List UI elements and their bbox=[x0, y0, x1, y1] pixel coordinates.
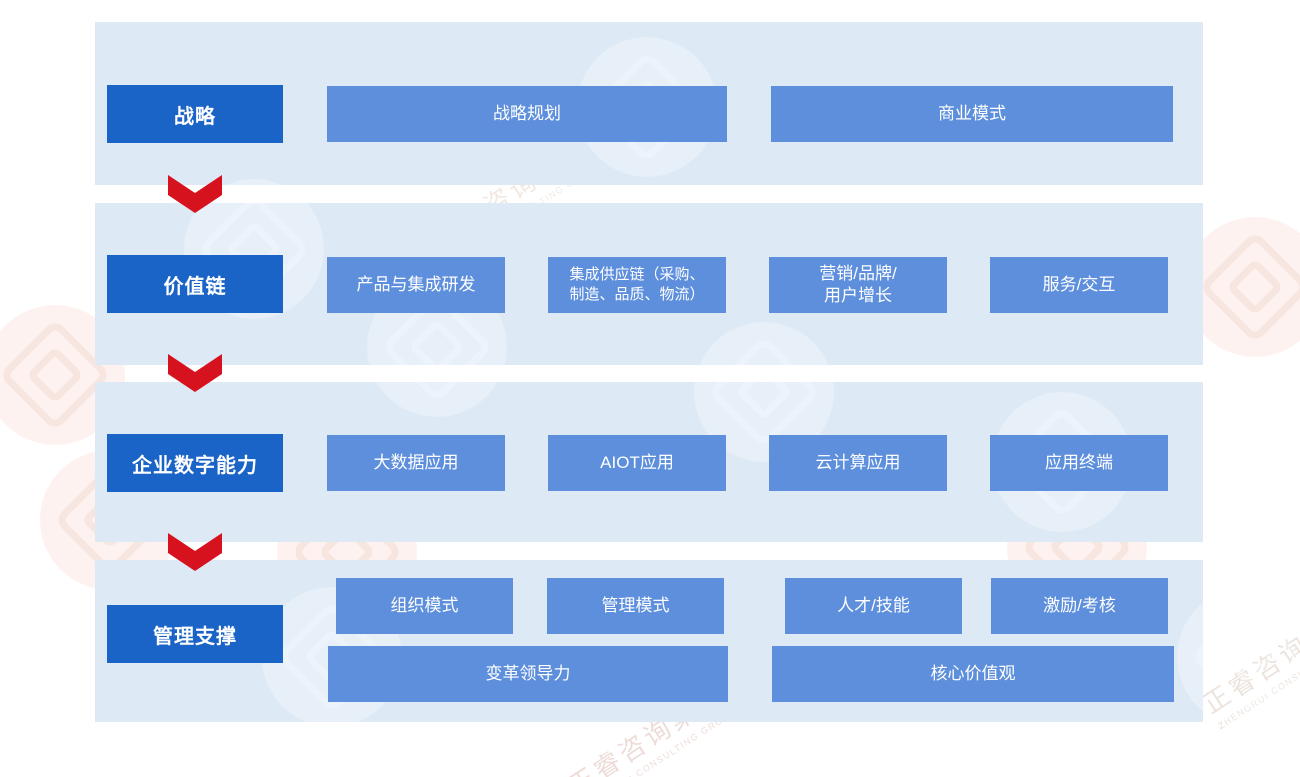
item-strategic-planning: 战略规划 bbox=[327, 86, 727, 142]
item-big-data-application: 大数据应用 bbox=[327, 435, 505, 491]
item-application-terminal: 应用终端 bbox=[990, 435, 1168, 491]
item-change-leadership: 变革领导力 bbox=[328, 646, 728, 702]
down-chevron-icon bbox=[168, 175, 222, 213]
item-organization-model: 组织模式 bbox=[336, 578, 513, 634]
row-label-management-support: 管理支撑 bbox=[107, 605, 283, 663]
watermark-logo-icon bbox=[0, 305, 125, 445]
item-line: 营销/品牌/ bbox=[819, 263, 897, 283]
item-cloud-computing-application: 云计算应用 bbox=[769, 435, 947, 491]
item-core-values: 核心价值观 bbox=[772, 646, 1174, 702]
item-line: 制造、品质、物流） bbox=[569, 286, 705, 303]
watermark-logo-icon bbox=[1185, 217, 1300, 357]
item-aiot-application: AIOT应用 bbox=[548, 435, 726, 491]
item-service-interaction: 服务/交互 bbox=[990, 257, 1168, 313]
item-management-model: 管理模式 bbox=[547, 578, 724, 634]
item-business-model: 商业模式 bbox=[771, 86, 1173, 142]
item-line: 用户增长 bbox=[824, 286, 892, 305]
item-marketing-brand-growth: 营销/品牌/ 用户增长 bbox=[769, 257, 947, 313]
watermark-logo-icon bbox=[1177, 587, 1300, 727]
item-product-integrated-rd: 产品与集成研发 bbox=[327, 257, 505, 313]
row-label-strategy: 战略 bbox=[107, 85, 283, 143]
item-talent-skill: 人才/技能 bbox=[785, 578, 962, 634]
row-label-digital-capability: 企业数字能力 bbox=[107, 434, 283, 492]
down-chevron-icon bbox=[168, 354, 222, 392]
item-line: 集成供应链（采购、 bbox=[569, 265, 705, 283]
down-chevron-icon bbox=[168, 533, 222, 571]
item-incentive-appraisal: 激励/考核 bbox=[991, 578, 1168, 634]
watermark-logo-icon bbox=[694, 322, 834, 462]
item-integrated-supply-chain: 集成供应链（采购、 制造、品质、物流） bbox=[548, 257, 726, 313]
row-label-value-chain: 价值链 bbox=[107, 255, 283, 313]
